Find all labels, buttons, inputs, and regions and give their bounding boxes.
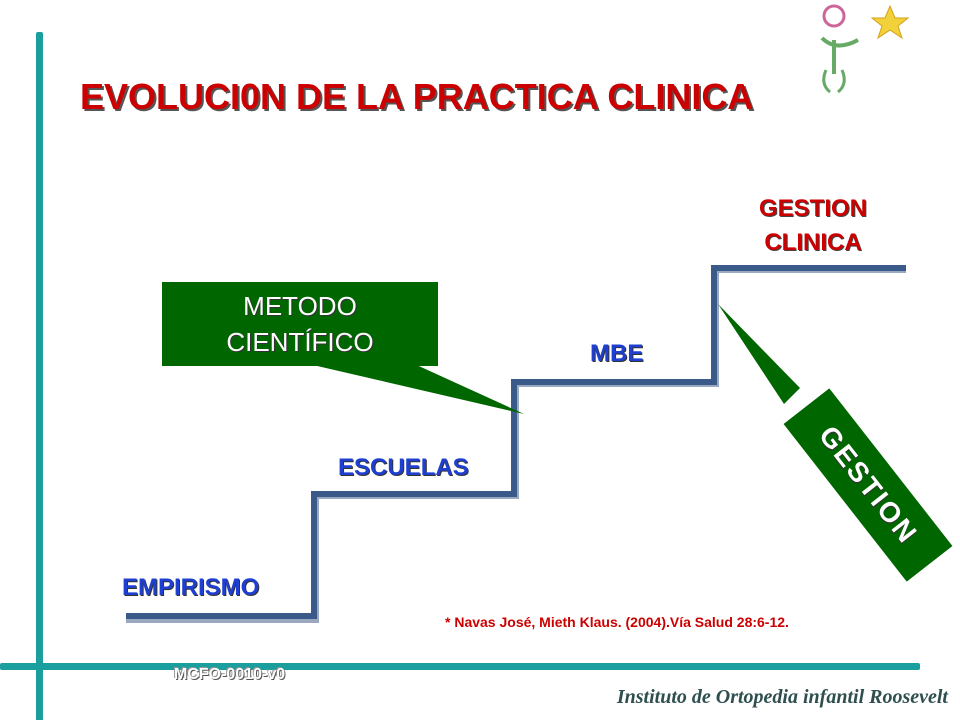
step-escuelas: ESCUELAS	[338, 454, 469, 481]
step-empirismo: EMPIRISMO	[122, 574, 260, 601]
metodo-cientifico-callout: METODO CIENTÍFICO	[162, 282, 438, 366]
institute-name: Instituto de Ortopedia infantil Roosevel…	[616, 686, 948, 708]
left-frame-bar	[36, 32, 43, 720]
step-mbe: MBE	[590, 340, 644, 367]
staircase-line	[126, 265, 906, 619]
metodo-line2: CIENTÍFICO	[226, 327, 374, 357]
metodo-line1: METODO	[243, 291, 357, 321]
child-with-star-logo	[820, 4, 910, 94]
gestion-pointer	[718, 304, 800, 404]
step-gestion-clinica: GESTION CLINICA	[748, 192, 878, 260]
metodo-pointer	[300, 362, 524, 414]
step-gestion-clinica-line1: GESTION	[758, 195, 867, 222]
citation: * Navas José, Mieth Klaus. (2004).Vía Sa…	[445, 614, 789, 630]
step-gestion-clinica-line2: CLINICA	[764, 229, 862, 256]
document-code: MCFO-0010-v0	[174, 666, 286, 683]
page-title: EVOLUCI0N DE LA PRACTICA CLINICA	[80, 76, 754, 117]
bottom-frame-bar	[0, 663, 920, 670]
